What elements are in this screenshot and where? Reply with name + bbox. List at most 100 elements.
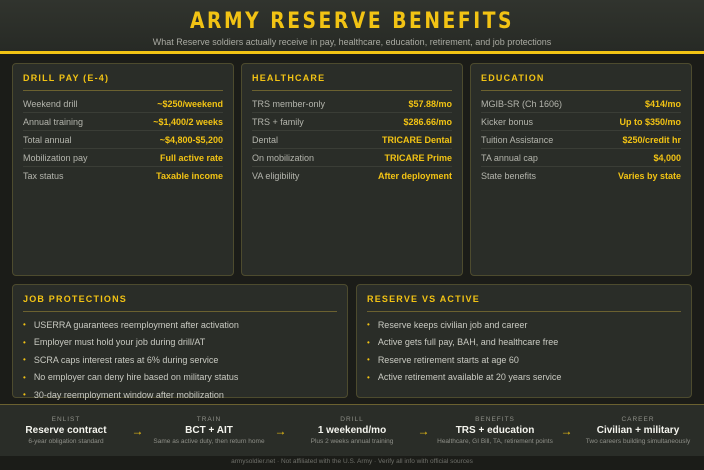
step-main: Reserve contract: [25, 425, 107, 436]
row-value: $57.88/mo: [408, 98, 452, 109]
info-row: MGIB-SR (Ch 1606) $414/mo: [481, 95, 681, 113]
row-value: ~$4,800-$5,200: [159, 134, 223, 145]
list-item-text: Employer must hold your job during drill…: [33, 337, 206, 348]
list-item-text: 30-day reemployment window after mobiliz…: [33, 389, 224, 400]
card-title: DRILL PAY (E-4): [23, 73, 223, 91]
arrow-right-icon: →: [560, 423, 573, 438]
row-label: Tax status: [23, 171, 64, 181]
page-title: ARMY RESERVE BENEFITS: [189, 9, 515, 34]
list-item: • Reserve keeps civilian job and career: [367, 316, 681, 334]
bullet-icon: •: [367, 320, 370, 330]
list-item: • USERRA guarantees reemployment after ac…: [23, 316, 337, 334]
bullet-icon: •: [367, 337, 370, 347]
list-item-text: SCRA caps interest rates at 6% during se…: [33, 354, 219, 365]
step-sub: Plus 2 weeks annual training: [310, 438, 394, 445]
list-item-text: No employer can deny hire based on milit…: [33, 372, 239, 383]
row-label: MGIB-SR (Ch 1606): [481, 98, 563, 109]
row-value: $414/mo: [644, 98, 681, 109]
info-row: Tuition Assistance $250/credit hr: [481, 131, 681, 149]
step-sub: Two careers building simultaneously: [585, 438, 691, 445]
bullet-icon: •: [23, 372, 26, 382]
step-label: DRILL: [340, 416, 364, 423]
card-title: EDUCATION: [481, 73, 681, 91]
list-item: • SCRA caps interest rates at 6% during s…: [23, 351, 337, 369]
list-item-text: Reserve retirement starts at age 60: [377, 354, 519, 365]
list-item-text: Reserve keeps civilian job and career: [377, 319, 528, 330]
info-row: Total annual ~$4,800-$5,200: [23, 131, 223, 149]
row-value: $286.66/mo: [403, 116, 452, 127]
bullet-icon: •: [23, 337, 26, 347]
list-item-text: Active retirement available at 20 years …: [377, 372, 562, 383]
step-sub: Healthcare, GI Bill, TA, retirement poin…: [437, 438, 553, 445]
header: ARMY RESERVE BENEFITS What Reserve soldi…: [0, 0, 704, 54]
step-label: ENLIST: [51, 416, 81, 423]
info-row: On mobilization TRICARE Prime: [252, 149, 452, 167]
list-item-text: USERRA guarantees reemployment after act…: [33, 319, 239, 330]
card-drill-pay-e-4-: DRILL PAY (E-4) Weekend drill~$250/weeken…: [12, 63, 234, 276]
row-label: Tuition Assistance: [481, 134, 554, 145]
info-row: TRS + family $286.66/mo: [252, 113, 452, 131]
info-row: Mobilization pay Full active rate: [23, 149, 223, 167]
row-value: $4,000: [653, 152, 681, 163]
row-label: TRS member-only: [252, 98, 326, 109]
row-label: Annual training: [23, 116, 84, 127]
row-value: Varies by state: [617, 171, 681, 181]
step-label: TRAIN: [196, 416, 222, 423]
list-item: •Active retirement available at 20 years…: [367, 369, 681, 387]
bullet-icon: •: [367, 355, 370, 365]
info-row: Weekend drill~$250/weekend: [23, 95, 223, 113]
arrow-right-icon: →: [274, 423, 287, 438]
info-row: TRS member-only $57.88/mo: [252, 95, 452, 113]
row-label: Kicker bonus: [481, 116, 534, 127]
row-label: TA annual cap: [481, 152, 538, 163]
row-value: $250/credit hr: [622, 134, 681, 145]
card-job-protections: JOB PROTECTIONS • USERRA guarantees reempl…: [12, 284, 348, 400]
row-value: After deployment: [377, 171, 452, 181]
card-title: RESERVE VS ACTIVE: [367, 294, 681, 312]
row-label: On mobilization: [252, 152, 315, 163]
step-main: Civilian + military: [596, 425, 680, 436]
list-item: • 30-day reemployment window after mobili…: [23, 386, 337, 404]
card-title: HEALTHCARE: [252, 73, 452, 91]
pathway-band: ENLIST Reserve contract 6-year obligation …: [0, 404, 704, 456]
bullet-icon: •: [23, 320, 26, 330]
arrow-right-icon: →: [417, 423, 430, 438]
info-row: Dental TRICARE Dental: [252, 131, 452, 149]
row-value: Up to $350/mo: [619, 116, 681, 127]
list-item: • Active gets full pay, BAH, and healthca…: [367, 334, 681, 352]
row-value: Taxable income: [156, 171, 223, 181]
step-train: TRAIN BCT + AIT Same as active duty, then …: [147, 416, 271, 445]
row-value: Full active rate: [159, 152, 223, 163]
list-item: • Reserve retirement starts at age 60: [367, 351, 681, 369]
row-value: TRICARE Dental: [381, 134, 452, 145]
card-reserve-vs-active: RESERVE VS ACTIVE • Reserve keeps civilian…: [356, 284, 692, 398]
step-sub: Same as active duty, then return home: [153, 438, 265, 445]
list-item-text: Active gets full pay, BAH, and healthcar…: [377, 337, 559, 348]
bullet-icon: •: [23, 390, 26, 400]
step-sub: 6-year obligation standard: [28, 438, 104, 445]
bullet-icon: •: [23, 355, 26, 365]
row-label: Mobilization pay: [23, 152, 88, 163]
row-value: ~$250/weekend: [157, 98, 223, 109]
step-main: BCT + AIT: [185, 425, 233, 436]
row-label: State benefits: [481, 171, 537, 181]
list-item: • No employer can deny hire based on mili…: [23, 369, 337, 387]
step-main: 1 weekend/mo: [317, 425, 387, 436]
step-label: CAREER: [621, 416, 655, 423]
row-label: Dental: [252, 134, 279, 145]
step-label: BENEFITS: [475, 416, 515, 423]
arrow-right-icon: →: [131, 423, 144, 438]
row-label: Total annual: [23, 134, 72, 145]
row-label: TRS + family: [252, 116, 304, 127]
row-value: TRICARE Prime: [384, 152, 452, 163]
info-row: TA annual cap $4,000: [481, 149, 681, 167]
card-title: JOB PROTECTIONS: [23, 294, 337, 312]
info-row: Kicker bonus Up to $350/mo: [481, 113, 681, 131]
step-enlist: ENLIST Reserve contract 6-year obligation …: [4, 416, 128, 445]
